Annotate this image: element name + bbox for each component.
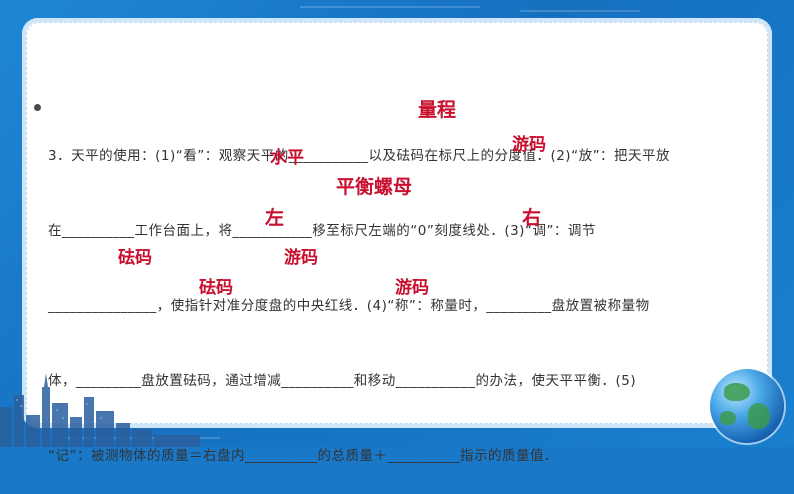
answer-youma-3: 游码 xyxy=(395,278,429,298)
answer-shuiping: 水平 xyxy=(270,148,304,168)
answer-fama-2: 砝码 xyxy=(199,278,233,298)
answer-youma-2: 游码 xyxy=(284,248,318,268)
answer-pinghengluomu: 平衡螺母 xyxy=(336,176,413,198)
answer-liangcheng: 量程 xyxy=(418,99,457,121)
answer-you: 右 xyxy=(522,207,542,229)
answer-youma-1: 游码 xyxy=(512,135,546,155)
question-line: _______________，使指针对准分度盘的中央红线．(4)“称”：称量时… xyxy=(48,298,650,314)
bullet-point xyxy=(34,104,41,111)
question-line: 体，_________盘放置砝码，通过增减__________和移动______… xyxy=(48,373,637,389)
question-line: 在__________工作台面上，将___________移至标尺左端的“0”刻… xyxy=(48,223,596,239)
slide-card xyxy=(22,18,772,428)
city-skyline-icon xyxy=(0,373,200,447)
question-line: 3．天平的使用：(1)“看”：观察天平的___________以及砝码在标尺上的… xyxy=(48,148,671,164)
question-line: “记”：被测物体的质量＝右盘内__________的总质量＋__________… xyxy=(48,448,558,464)
question-text: 3．天平的使用：(1)“看”：观察天平的___________以及砝码在标尺上的… xyxy=(48,94,728,494)
answer-fama-1: 砝码 xyxy=(118,248,152,268)
answer-zuo: 左 xyxy=(265,207,285,229)
globe-icon xyxy=(710,369,784,443)
